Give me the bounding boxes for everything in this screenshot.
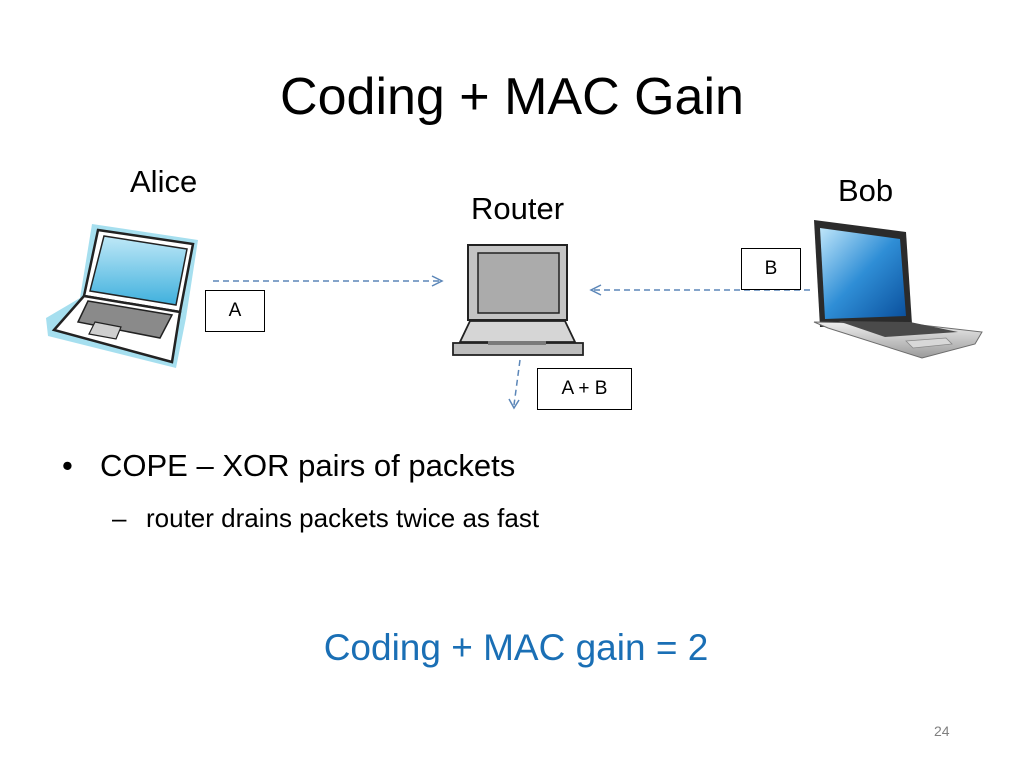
sub-bullet-text: router drains packets twice as fast bbox=[146, 503, 540, 533]
node-label-alice: Alice bbox=[130, 164, 198, 199]
bullet-item-cope: • COPE – XOR pairs of packets bbox=[62, 446, 515, 486]
node-label-router: Router bbox=[471, 191, 565, 226]
conclusion-text: Coding + MAC gain = 2 bbox=[323, 627, 709, 668]
slide-number: 24 bbox=[934, 723, 950, 739]
packet-box-b: B bbox=[741, 248, 801, 290]
sub-bullet-item-router: –router drains packets twice as fast bbox=[112, 501, 539, 535]
bullet-text: COPE – XOR pairs of packets bbox=[100, 448, 516, 483]
alice-laptop-icon bbox=[46, 224, 198, 368]
node-label-bob: Bob bbox=[838, 173, 894, 208]
packet-flow-arrows bbox=[213, 275, 810, 410]
packet-box-a: A bbox=[205, 290, 265, 332]
bob-laptop-icon bbox=[813, 220, 983, 359]
bullet-marker: • bbox=[62, 448, 73, 483]
router-broadcast-arrow bbox=[513, 359, 521, 406]
slide-title: Coding + MAC Gain bbox=[280, 68, 744, 126]
sub-bullet-marker: – bbox=[112, 503, 127, 533]
router-computer-icon bbox=[452, 244, 584, 356]
packet-box-xor: A + B bbox=[537, 368, 632, 410]
